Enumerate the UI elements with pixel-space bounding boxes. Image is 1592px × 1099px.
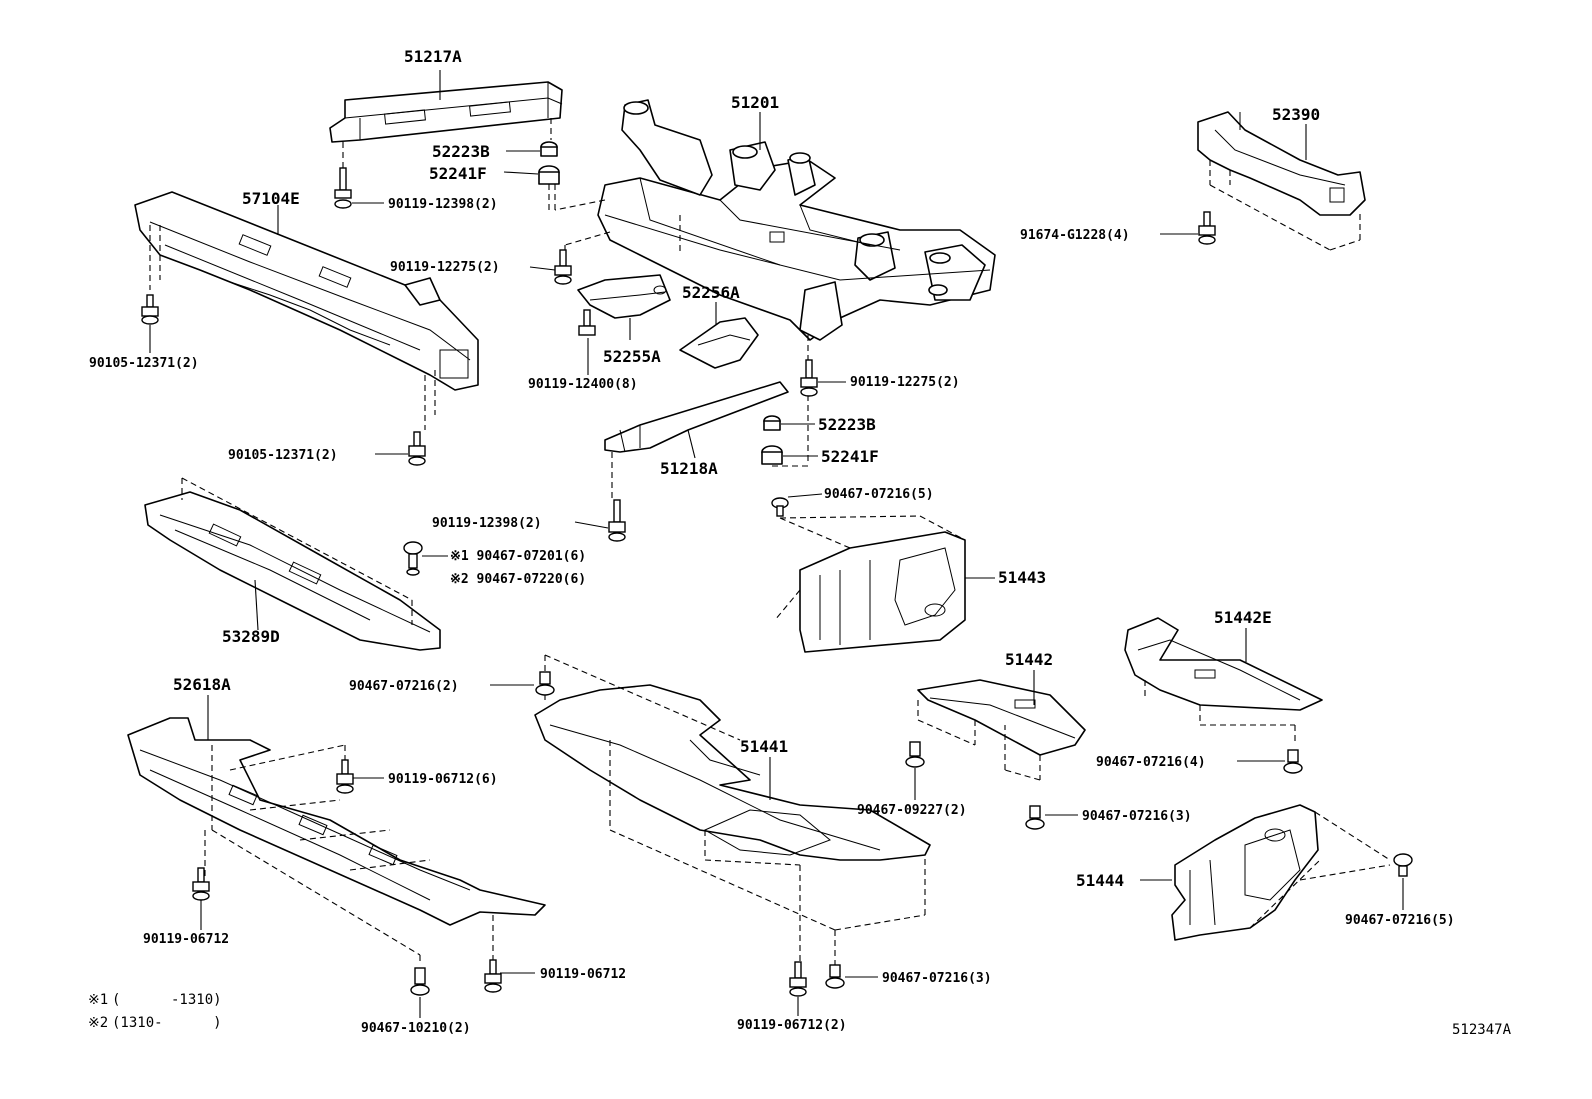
fastener-label: 90467-07216(4) (1096, 755, 1206, 770)
bolt-icon (554, 249, 572, 285)
part-51442E-drawing (1124, 617, 1323, 745)
part-label-52223B-top: 52223B (432, 142, 490, 161)
fastener-label: 90467-07216(3) (1082, 809, 1192, 824)
part-bushings-mid-drawing (761, 415, 808, 467)
note-text-1: ( -1310) (112, 992, 222, 1008)
part-label-52618A: 52618A (173, 675, 231, 694)
bolt-icon (800, 359, 818, 397)
bolt-icon (408, 431, 426, 466)
part-label-52255A: 52255A (603, 347, 661, 366)
clip-icon (1025, 805, 1045, 830)
part-label-51442: 51442 (1005, 650, 1053, 669)
clip-icon (1393, 853, 1413, 877)
fastener-label: ※2 90467-07220(6) (450, 572, 586, 587)
fastener-label: ※1 90467-07201(6) (450, 549, 586, 564)
part-label-52390: 52390 (1272, 105, 1320, 124)
fastener-label: 90105-12371(2) (89, 356, 199, 371)
part-51443-drawing (774, 515, 966, 653)
clip-icon (410, 967, 430, 996)
part-label-51201: 51201 (731, 93, 779, 112)
bolt-icon (334, 167, 352, 209)
footnotes: ※1 ( -1310) ※2 (1310- ) (88, 992, 222, 1031)
part-57104E-drawing (134, 191, 479, 430)
part-label-51443: 51443 (998, 568, 1046, 587)
fastener-label: 90119-12398(2) (432, 516, 542, 531)
diagram-id: 512347A (1452, 1022, 1512, 1038)
note-mark-2: ※2 (88, 1015, 108, 1031)
fastener-label: 90119-12398(2) (388, 197, 498, 212)
part-51217A-drawing (329, 81, 563, 170)
part-51444-drawing (1171, 804, 1391, 941)
leader-lines (149, 70, 1404, 1018)
part-label-52223B-mid: 52223B (818, 415, 876, 434)
fastener-label: 90119-12275(2) (850, 375, 960, 390)
clip-icon (535, 671, 555, 696)
bolt-icon (192, 867, 210, 901)
clip-icon (1283, 749, 1303, 774)
part-label-51441: 51441 (740, 737, 788, 756)
clip-icon (825, 964, 845, 989)
fastener-label: 90467-07216(3) (882, 971, 992, 986)
part-label-57104E: 57104E (242, 189, 300, 208)
part-label-53289D: 53289D (222, 627, 280, 646)
bolt-icons (141, 167, 1413, 997)
part-51218A-drawing (604, 381, 789, 500)
fastener-label: 90119-06712 (143, 932, 229, 947)
part-52255A-drawing (577, 274, 671, 319)
bolt-icon (484, 959, 502, 993)
part-label-51218A: 51218A (660, 459, 718, 478)
fastener-label: 90119-06712 (540, 967, 626, 982)
clip-icon (403, 541, 423, 576)
fastener-label: 90467-07216(5) (1345, 913, 1455, 928)
part-labels: 51217A 51201 52390 52223B 52241F 57104E … (173, 47, 1320, 890)
fastener-label: 90467-09227(2) (857, 803, 967, 818)
fastener-label: 90467-10210(2) (361, 1021, 471, 1036)
bolt-icon (578, 309, 596, 336)
part-label-51217A: 51217A (404, 47, 462, 66)
bolt-icon (1198, 211, 1216, 245)
fastener-labels: 90119-12398(2) 91674-G1228(4) 90119-1227… (89, 197, 1455, 1036)
fastener-label: 90119-12275(2) (390, 260, 500, 275)
part-52618A-drawing (127, 717, 546, 965)
fastener-label: 90119-12400(8) (528, 377, 638, 392)
part-51201-drawing (554, 99, 996, 465)
part-52256A-drawing (679, 317, 759, 369)
note-mark-1: ※1 (88, 992, 108, 1008)
fastener-label: 90119-06712(6) (388, 772, 498, 787)
part-53289D-drawing (144, 477, 441, 651)
bolt-icon (336, 759, 354, 794)
part-bushings-top-drawing (538, 141, 560, 210)
fastener-label: 90119-06712(2) (737, 1018, 847, 1033)
part-label-52241F-top: 52241F (429, 164, 487, 183)
bolt-icon (608, 499, 626, 542)
part-label-52256A: 52256A (682, 283, 740, 302)
fastener-label: 90467-07216(2) (349, 679, 459, 694)
part-51441-drawing (534, 654, 931, 965)
clip-icon (905, 741, 925, 768)
part-label-51444: 51444 (1076, 871, 1124, 890)
part-52390-drawing (1197, 111, 1366, 251)
bolt-icon (141, 294, 159, 325)
fastener-label: 90467-07216(5) (824, 487, 934, 502)
part-label-51442E: 51442E (1214, 608, 1272, 627)
fastener-label: 90105-12371(2) (228, 448, 338, 463)
note-text-2: (1310- ) (112, 1015, 222, 1031)
fastener-label: 91674-G1228(4) (1020, 228, 1130, 243)
bolt-icon (789, 961, 807, 997)
clip-icon (771, 497, 789, 517)
part-51442-drawing (917, 679, 1086, 781)
part-label-52241F-mid: 52241F (821, 447, 879, 466)
